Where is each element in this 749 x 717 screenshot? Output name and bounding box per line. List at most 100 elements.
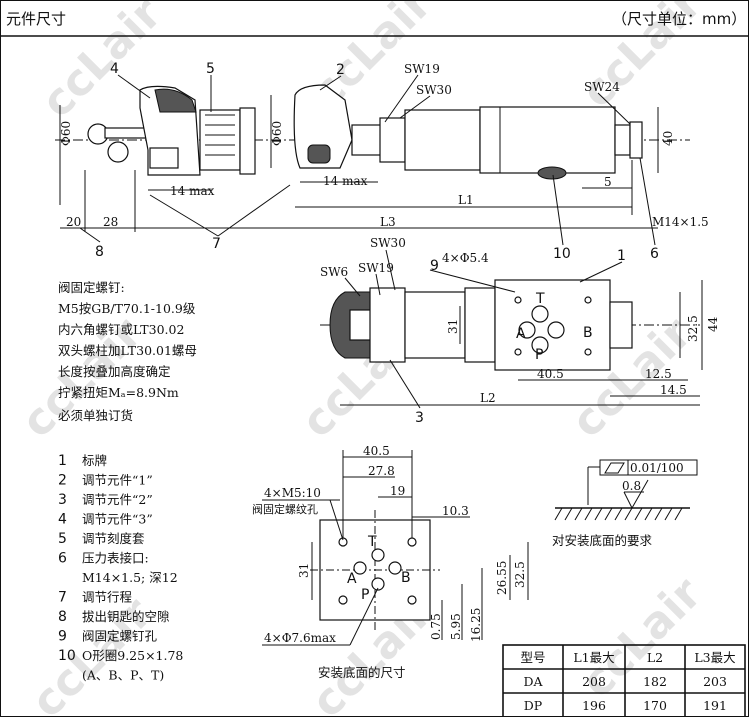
callout-4: 4 <box>110 61 119 77</box>
legend-text: O形圈9.25×1.78 <box>82 648 183 663</box>
legend-number: 9 <box>58 629 67 645</box>
legend-text: 标牌 <box>82 453 107 468</box>
mounting-face-view: 40.5 27.8 19 10.3 4×M5:10 阀固定螺纹孔 4×Φ7.6m… <box>252 444 529 680</box>
legend-text: 调节元件“1” <box>82 473 153 488</box>
dim-10-3: 10.3 <box>442 504 469 518</box>
table-header-cell: L1最大 <box>573 650 614 665</box>
dim-phi60-right: Φ60 <box>270 121 284 146</box>
legend-text: 阀固定螺钉孔 <box>82 629 158 644</box>
legend-text: 拔出钥匙的空隙 <box>82 609 170 624</box>
legend-number: 8 <box>58 609 67 625</box>
section-title: 元件尺寸 <box>6 10 66 28</box>
dim-44: 44 <box>706 316 720 332</box>
table-cell: 208 <box>582 674 606 689</box>
callout-1: 1 <box>617 248 626 264</box>
label-sw19: SW19 <box>404 62 440 76</box>
label-sw30: SW30 <box>416 83 452 97</box>
dim-32-5: 32.5 <box>513 561 527 588</box>
notes-title: 阀固定螺钉: <box>58 280 125 295</box>
port-a: A <box>516 326 526 342</box>
surface-caption: 对安装底面的要求 <box>552 533 653 548</box>
table-cell: 196 <box>582 698 606 713</box>
dim-31-side: 31 <box>446 319 460 334</box>
legend-text: 调节行程 <box>82 590 133 605</box>
table-cell: 191 <box>703 698 727 713</box>
callout-10: 10 <box>553 246 571 262</box>
table-cell: 170 <box>643 698 667 713</box>
callout-2: 2 <box>336 62 345 78</box>
hole-label: 4×Φ7.6max <box>264 631 336 645</box>
dim-12-5: 12.5 <box>645 367 672 381</box>
dim-16-25: 16.25 <box>469 608 483 642</box>
mount-port-a: A <box>347 571 357 587</box>
dim-phi60-left: Φ60 <box>59 121 73 146</box>
callout-8: 8 <box>95 244 104 260</box>
dim-l1: L1 <box>458 193 474 207</box>
port-p: P <box>535 347 543 363</box>
callout-3: 3 <box>415 410 424 426</box>
legend-number: 2 <box>58 473 67 489</box>
notes-line: 必须单独订货 <box>58 408 133 423</box>
dim-5: 5 <box>604 175 612 189</box>
legend-number: 4 <box>58 512 67 528</box>
thread-description: 阀固定螺纹孔 <box>252 502 318 516</box>
table-cell: DA <box>523 674 543 689</box>
mount-port-t: T <box>367 534 377 550</box>
label-sw6: SW6 <box>320 265 348 279</box>
notes-line: 双头螺柱加LT30.01螺母 <box>58 343 197 358</box>
side-view: SW30 SW6 SW19 9 4×Φ5.4 1 3 31 32.5 44 40… <box>320 236 720 426</box>
dim-14max-right: 14 max <box>323 174 368 188</box>
legend-number: 1 <box>58 453 67 469</box>
mount-port-p: P <box>361 587 369 603</box>
dim-32-5-side: 32.5 <box>686 315 700 342</box>
legend-text: 调节元件“3” <box>82 512 153 527</box>
notes-line: M5按GB/T70.1-10.9级 <box>58 301 196 316</box>
surface-requirement: 0.01/100 0.8 对安装底面的要求 <box>552 459 698 548</box>
mounting-screw-notes: 阀固定螺钉: M5按GB/T70.1-10.9级 内六角螺钉或LT30.02 双… <box>58 280 197 423</box>
label-holes-phi5-4: 4×Φ5.4 <box>442 251 489 265</box>
callout-9: 9 <box>430 258 439 274</box>
legend-text: 压力表接口: <box>82 551 149 566</box>
table-header-cell: 型号 <box>520 650 545 665</box>
port-b: B <box>583 325 593 341</box>
notes-line: 内六角螺钉或LT30.02 <box>58 322 184 337</box>
dim-28: 28 <box>103 215 118 229</box>
legend-number: 10 <box>58 648 76 664</box>
label-sw24: SW24 <box>584 80 620 94</box>
dim-40-5: 40.5 <box>363 444 390 458</box>
flatness-icon <box>604 462 625 474</box>
dim-14max-left: 14 max <box>170 184 215 198</box>
port-t: T <box>535 291 545 307</box>
dim-40: 40 <box>661 131 675 146</box>
legend-text: M14×1.5; 深12 <box>82 570 178 585</box>
callout-7: 7 <box>212 236 221 252</box>
dim-40-5-side: 40.5 <box>537 367 564 381</box>
dim-20: 20 <box>66 215 81 229</box>
table-cell: 203 <box>703 674 727 689</box>
mounting-caption: 安装底面的尺寸 <box>318 665 406 680</box>
table-border <box>502 644 746 717</box>
callout-6: 6 <box>650 246 659 262</box>
legend-number: 5 <box>58 531 67 547</box>
dim-l3: L3 <box>380 215 396 229</box>
callout-5: 5 <box>206 61 215 77</box>
table-header-cell: L3最大 <box>694 650 735 665</box>
legend-number: 3 <box>58 492 67 508</box>
dim-14-5: 14.5 <box>660 383 687 397</box>
legend-text: (A、B、P、T) <box>82 668 164 683</box>
flatness-value: 0.01/100 <box>630 461 684 475</box>
roughness-value: 0.8 <box>622 479 641 493</box>
dim-19: 19 <box>390 484 405 498</box>
dim-0-75: 0.75 <box>429 613 443 640</box>
legend-text: 调节元件“2” <box>82 492 153 507</box>
top-view: 4 5 2 7 8 10 6 SW19 SW30 SW24 Φ60 Φ60 14… <box>55 61 709 262</box>
dim-27-8: 27.8 <box>368 464 395 478</box>
dim-26-55: 26.55 <box>495 561 509 595</box>
dim-5-95: 5.95 <box>449 613 463 640</box>
table-cell: 182 <box>643 674 667 689</box>
label-sw30-side: SW30 <box>370 236 406 250</box>
label-sw19-side: SW19 <box>358 261 394 275</box>
